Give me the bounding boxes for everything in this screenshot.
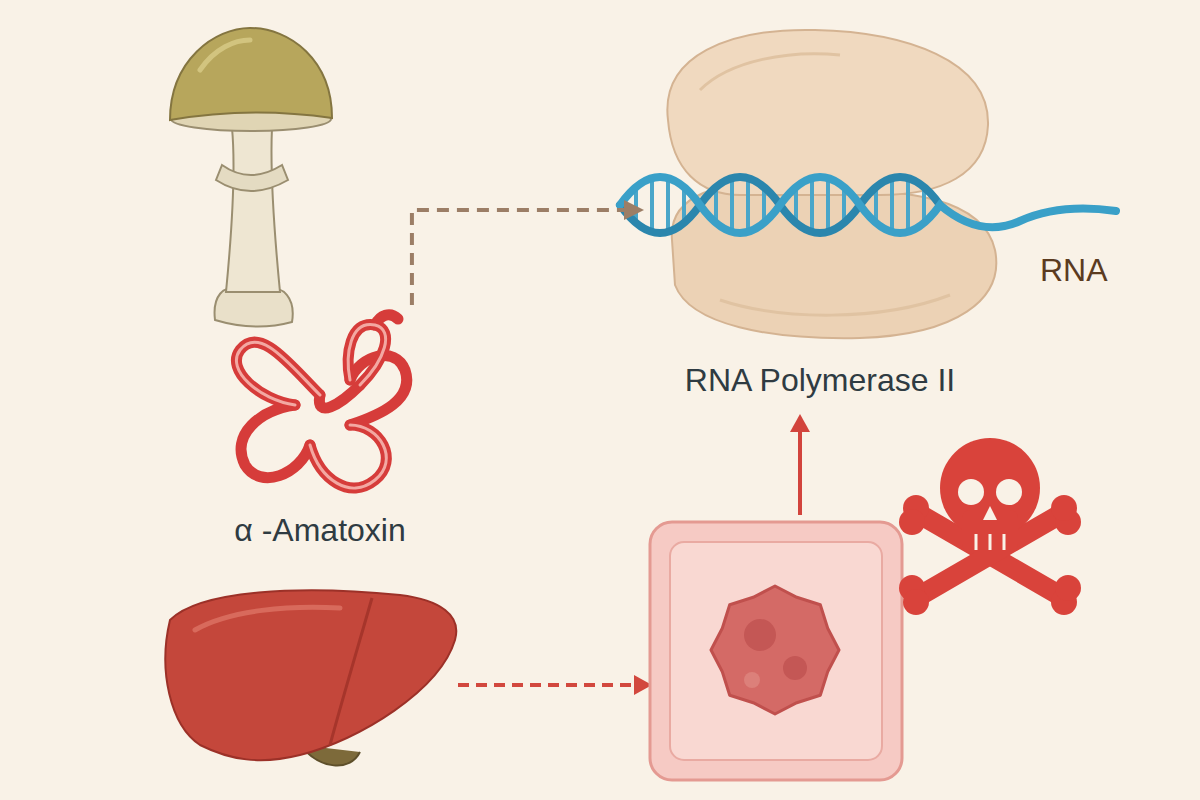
ribbon-outer [236, 315, 406, 488]
ribbon-tail [375, 315, 398, 325]
strand-label: RNA [1040, 252, 1108, 288]
cell-polymerase-arrow [790, 414, 810, 515]
ribbon-shine [310, 425, 386, 488]
mushroom-stem [226, 128, 280, 292]
cap-highlight [200, 40, 250, 70]
mushroom-cap [170, 28, 332, 120]
ribbon-inner [236, 325, 386, 488]
cell-inner [670, 542, 882, 760]
ribbon-loop [319, 385, 360, 408]
damaged-nucleus [711, 586, 839, 714]
ribbon-shine [348, 325, 385, 385]
skull-nose [983, 506, 997, 520]
skull-teeth [976, 534, 1004, 550]
ribbon-shine [236, 342, 320, 405]
skull-eye [958, 479, 984, 505]
liver-highlight [195, 607, 340, 630]
liver-cell-arrow [458, 675, 652, 695]
skull-crossbones [899, 438, 1081, 615]
ribbon-loop [241, 405, 310, 478]
liver-shape [165, 590, 456, 760]
polymerase-shading [700, 54, 840, 90]
rna-strand [620, 177, 1116, 233]
solid-line [798, 430, 802, 515]
dashed-line [458, 683, 636, 687]
mushroom-illustration [170, 28, 332, 327]
liver-illustration [165, 590, 456, 765]
enzyme-node: RNA Polymerase II [640, 20, 1000, 410]
node-label: RNA Polymerase II [685, 362, 955, 398]
bone-knob [899, 509, 925, 535]
amatoxin-molecule [236, 315, 406, 488]
dashed-connector [412, 210, 640, 305]
ribbon-loop [348, 325, 385, 385]
arrow-head [790, 414, 810, 432]
bone-knob [903, 589, 929, 615]
mushroom-volva [215, 289, 293, 327]
bone-knob [1051, 495, 1077, 521]
nucleus-blotch [744, 619, 776, 651]
bone-knob [1055, 575, 1081, 601]
ribbon-loop [310, 425, 386, 488]
cell-outer [650, 522, 902, 780]
dna-helix [620, 177, 1116, 233]
nucleus-blotch [783, 656, 807, 680]
node-label: α -Amatoxin [234, 512, 405, 548]
liver-lobe-line [330, 598, 372, 745]
nucleus-blotch [744, 672, 760, 688]
mushroom-ring [216, 165, 288, 191]
polymerase-shading [720, 295, 950, 315]
molecule-node: α -Amatoxin [200, 305, 440, 560]
damaged-cell [650, 522, 902, 780]
ribbon-loop [236, 342, 320, 405]
skull-eye [996, 479, 1022, 505]
polymerase-upper-lobe [667, 30, 988, 195]
